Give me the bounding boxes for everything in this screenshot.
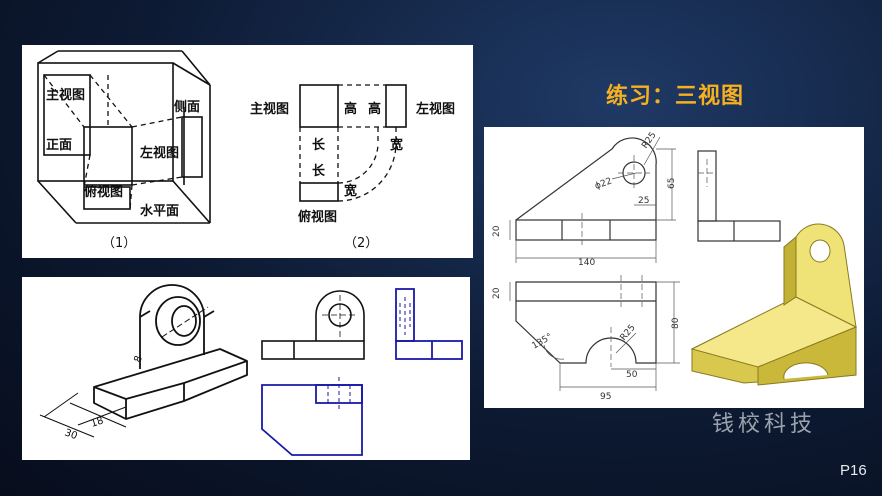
dim-80: 80 (671, 317, 681, 329)
dim-d22: ϕ22 (594, 176, 614, 191)
dim-140: 140 (578, 258, 595, 268)
dim-18: 18 (90, 415, 106, 429)
dim-135: 135° (531, 332, 555, 352)
caption-2: （2） (344, 236, 378, 251)
dim-65: 65 (667, 178, 677, 189)
dim-r25-top: R25 (640, 130, 658, 150)
dim-30: 30 (63, 427, 79, 442)
label-top-view: 俯视图 (84, 184, 123, 200)
dim-50: 50 (626, 370, 638, 380)
label-horizontal-face: 水平面 (140, 203, 179, 219)
page-number: P16 (840, 462, 867, 479)
exercise-panel: R25 ϕ22 25 65 20 140 (484, 127, 864, 408)
watermark-text: 钱校科技 (712, 412, 817, 437)
label-left-view-2: 左视图 (416, 101, 455, 117)
exercise-drawing: R25 ϕ22 25 65 20 140 (492, 130, 858, 402)
label-width-2: 宽 (343, 183, 357, 199)
dim-r25-bottom: R25 (619, 323, 638, 343)
projection-diagram: 主视图 正面 侧面 左视图 俯视图 水平面 （1） 主视图 左视图 高 高 长 … (37, 50, 455, 251)
label-main-view: 主视图 (46, 87, 85, 103)
dim-8: 8 (132, 354, 145, 364)
label-height-1: 高 (344, 101, 357, 117)
example-drawing: 8 30 18 (39, 284, 463, 456)
dim-25: 25 (638, 196, 649, 206)
label-front-face: 正面 (46, 138, 72, 153)
slide-title: 练习：三视图 (606, 84, 745, 109)
label-height-2: 高 (368, 101, 381, 117)
label-left-view: 左视图 (140, 145, 179, 161)
example-panel: 8 30 18 (22, 277, 470, 460)
dim-95: 95 (600, 392, 611, 402)
label-side-face: 侧面 (174, 99, 200, 115)
exercise-3d-render (690, 223, 858, 386)
label-length-1: 长 (312, 137, 326, 153)
dim-20-top: 20 (492, 287, 502, 299)
label-length-2: 长 (312, 163, 326, 179)
dim-20-front: 20 (492, 225, 502, 237)
caption-1: （1） (102, 236, 136, 251)
label-main-view-2: 主视图 (250, 101, 289, 117)
projection-diagram-panel: 主视图 正面 侧面 左视图 俯视图 水平面 （1） 主视图 左视图 高 高 长 … (22, 45, 473, 258)
label-top-view-2: 俯视图 (298, 209, 337, 225)
label-width-1: 宽 (389, 137, 403, 153)
front-plane (37, 62, 174, 182)
